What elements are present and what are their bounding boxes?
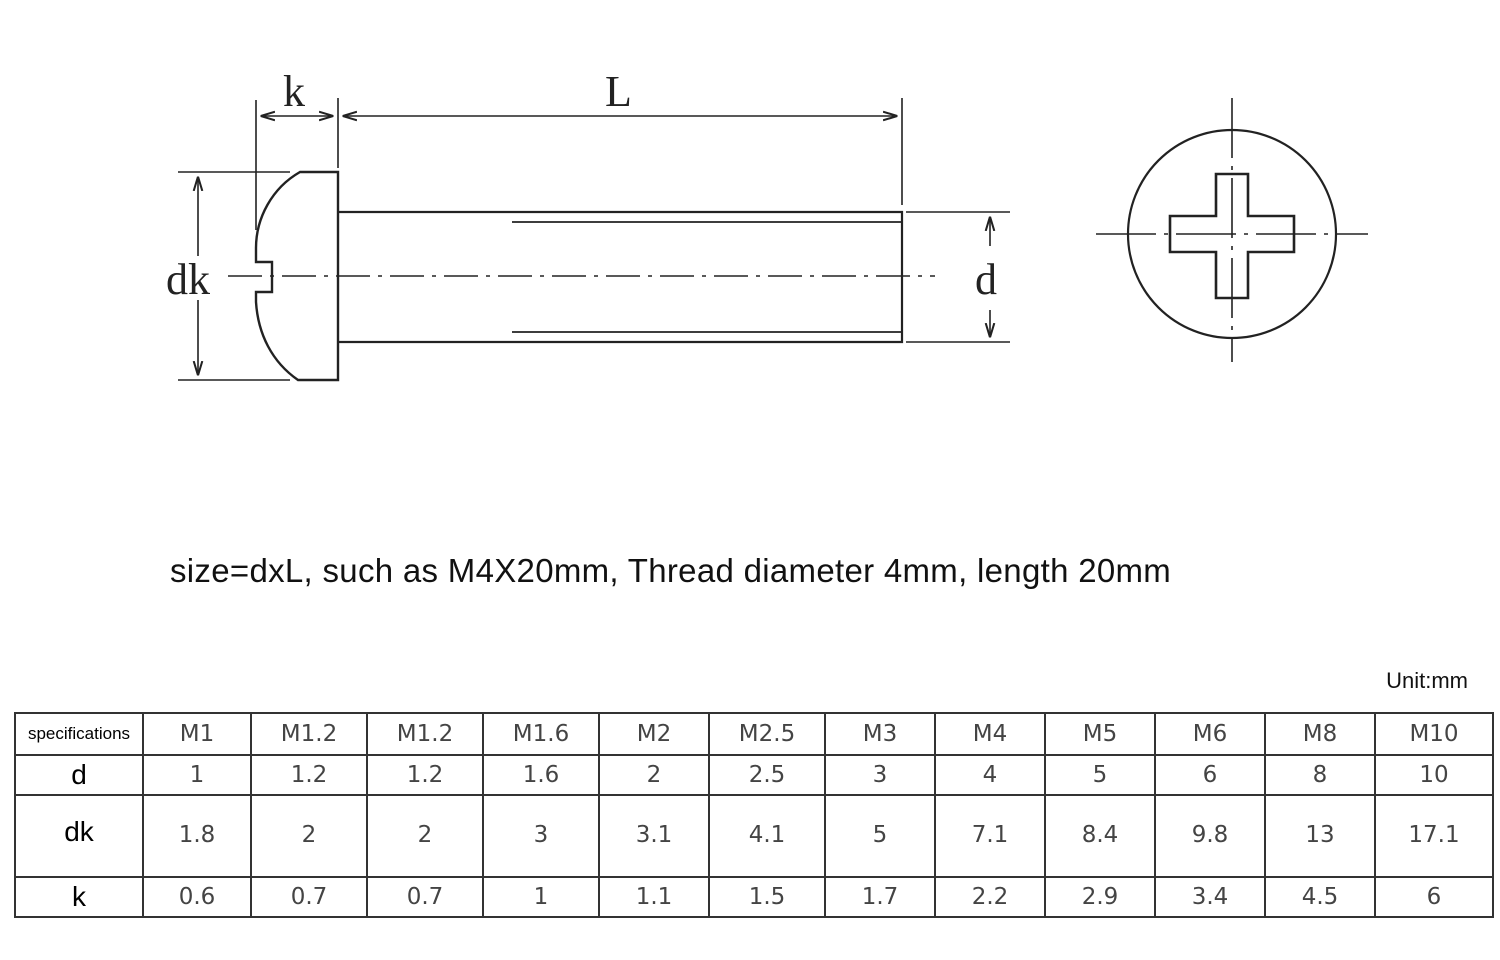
row-label: k [14,876,144,918]
table-cell: 13 [1264,794,1376,878]
table-cell: M8 [1264,712,1376,756]
table-cell: M3 [824,712,936,756]
table-cell: 3 [482,794,600,878]
table-cell: 6 [1374,876,1494,918]
dimension-lines [178,98,1010,381]
table-cell: 3.1 [598,794,710,878]
table-cell: 1.5 [708,876,826,918]
table-cell: 0.7 [366,876,484,918]
table-cell: 2 [250,794,368,878]
table-cell: 1.2 [250,754,368,796]
table-cell: M2 [598,712,710,756]
screw-shank [338,210,904,344]
dim-label-d: d [975,255,997,304]
table-cell: 1.8 [142,794,252,878]
table-cell: M1.2 [250,712,368,756]
head-top-view [1096,98,1368,362]
table-cell: 3.4 [1154,876,1266,918]
dim-label-L: L [605,67,632,116]
table-cell: 1.1 [598,876,710,918]
table-cell: 4 [934,754,1046,796]
side-view [228,170,935,382]
dim-label-k: k [283,67,305,116]
row-label: specifications [14,712,144,756]
table-cell: M1 [142,712,252,756]
table-cell: 1.7 [824,876,936,918]
table-cell: 3 [824,754,936,796]
table-cell: 2 [598,754,710,796]
table-cell: M4 [934,712,1046,756]
dim-label-dk: dk [166,255,210,304]
table-cell: 8.4 [1044,794,1156,878]
screw-drawing: k L dk d [166,67,1368,382]
table-cell: 1.2 [366,754,484,796]
table-cell: 10 [1374,754,1494,796]
table-cell: M5 [1044,712,1156,756]
phillips-cross [1168,172,1296,300]
table-cell: 1 [142,754,252,796]
table-cell: 9.8 [1154,794,1266,878]
table-cell: 0.7 [250,876,368,918]
table-cell: M2.5 [708,712,826,756]
table-cell: 7.1 [934,794,1046,878]
table-cell: 2.5 [708,754,826,796]
table-cell: 2.2 [934,876,1046,918]
table-cell: M10 [1374,712,1494,756]
table-cell: 0.6 [142,876,252,918]
table-cell: 5 [1044,754,1156,796]
row-label: d [14,754,144,796]
table-cell: M1.2 [366,712,484,756]
table-cell: M1.6 [482,712,600,756]
table-cell: 4.1 [708,794,826,878]
unit-label: Unit:mm [1386,668,1468,693]
table-cell: M6 [1154,712,1266,756]
table-cell: 2.9 [1044,876,1156,918]
table-cell: 1 [482,876,600,918]
table-cell: 4.5 [1264,876,1376,918]
table-cell: 6 [1154,754,1266,796]
size-caption: size=dxL, such as M4X20mm, Thread diamet… [170,552,1172,589]
screw-head [254,170,340,382]
table-cell: 1.6 [482,754,600,796]
table-cell: 8 [1264,754,1376,796]
table-cell: 2 [366,794,484,878]
table-cell: 17.1 [1374,794,1494,878]
row-label: dk [14,794,144,878]
table-cell: 5 [824,794,936,878]
